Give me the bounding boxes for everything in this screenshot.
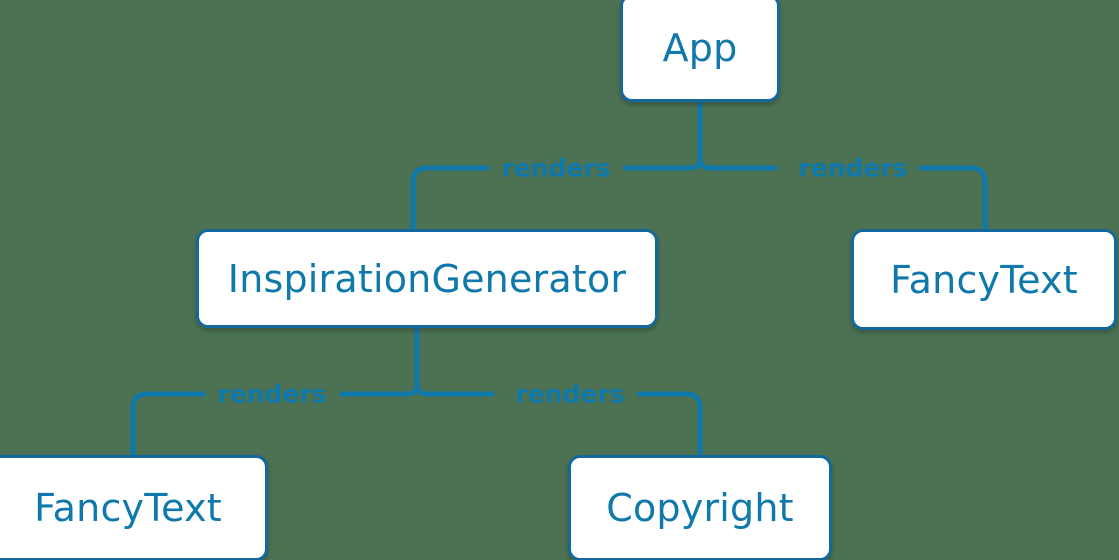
node-copyright[interactable]: Copyright	[568, 455, 832, 560]
edge-app-to-inspiration	[410, 165, 489, 229]
node-app[interactable]: App	[620, 0, 780, 102]
edge-inspiration-fork-right	[414, 383, 494, 397]
edge-inspiration-to-fancytext-bottom	[130, 391, 205, 455]
node-fancytext-right-label: FancyText	[890, 257, 1078, 302]
edge-app-fork-left	[623, 157, 703, 171]
node-inspiration-generator[interactable]: InspirationGenerator	[196, 229, 658, 328]
edge-label-inspiration-generator-to-copyright: renders	[515, 379, 625, 409]
edge-inspiration-fork-left	[340, 383, 420, 397]
node-fancytext-right[interactable]: FancyText	[851, 229, 1117, 330]
edge-label-app-to-inspiration-generator: renders	[501, 153, 611, 183]
node-fancytext-bottom-label: FancyText	[34, 486, 222, 530]
node-copyright-label: Copyright	[606, 486, 794, 530]
edge-app-to-fancytext-right	[919, 165, 988, 229]
edge-inspiration-to-copyright	[637, 391, 703, 455]
node-inspiration-generator-label: InspirationGenerator	[227, 256, 627, 301]
edge-label-inspiration-generator-to-fancytext-bottom: renders	[217, 379, 327, 409]
node-fancytext-bottom[interactable]: FancyText	[0, 455, 268, 560]
edge-label-app-to-fancytext-right: renders	[798, 153, 908, 183]
edge-app-fork-right	[697, 157, 777, 171]
node-app-label: App	[662, 26, 738, 70]
